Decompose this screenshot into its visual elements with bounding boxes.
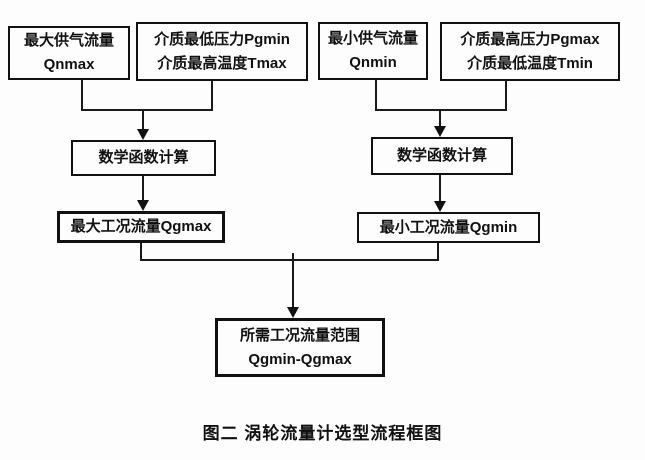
node-qgmax: 最大工况流量Qgmax [57, 211, 225, 243]
node-pgmax-tmin: 介质最高压力Pgmax 介质最低温度Tmin [440, 22, 620, 81]
node-math-right: 数学函数计算 [371, 137, 513, 175]
node-qnmax-line1: 最大供气流量 [23, 32, 114, 49]
node-qgmax-label: 最大工况流量Qgmax [70, 218, 212, 235]
node-pgmin-tmax: 介质最低压力Pgmin 介质最高温度Tmax [136, 22, 308, 81]
node-qnmax-line2: Qnmax [43, 56, 95, 73]
connector-left-merge-v1 [81, 80, 83, 111]
node-math-left: 数学函数计算 [71, 140, 216, 176]
node-pgmax-tmin-line2: 介质最低温度Tmin [467, 54, 593, 72]
connector-left-merge-arrow-shaft [142, 109, 144, 131]
arrowhead-down-icon [434, 126, 446, 137]
connector-math-left-arrow-shaft [142, 176, 144, 201]
node-qnmin: 最小供气流量 Qnmin [318, 22, 428, 80]
node-qnmax: 最大供气流量 Qnmax [8, 26, 130, 80]
node-result-line1: 所需工况流量范围 [239, 326, 360, 344]
node-math-left-label: 数学函数计算 [98, 149, 189, 166]
node-result-line2: Qgmin-Qgmax [248, 350, 352, 368]
connector-right-merge-h [375, 109, 507, 111]
connector-right-merge-arrow-shaft [439, 109, 441, 127]
node-pgmin-tmax-line2: 介质最高温度Tmax [157, 54, 287, 72]
arrowhead-down-icon [434, 201, 446, 212]
node-pgmin-tmax-line1: 介质最低压力Pgmin [154, 30, 290, 48]
node-qgmin: 最小工况流量Qgmin [357, 212, 540, 243]
arrowhead-down-icon [137, 200, 149, 211]
node-qnmin-line1: 最小供气流量 [327, 30, 418, 47]
connector-right-merge-v1 [375, 80, 377, 111]
arrowhead-down-icon [287, 307, 299, 318]
node-math-right-label: 数学函数计算 [396, 147, 487, 164]
connector-bottom-merge-h [140, 259, 439, 261]
connector-left-merge-h [81, 109, 213, 111]
connector-bottom-merge-arrow-shaft [292, 253, 294, 308]
connector-right-merge-v2 [505, 81, 507, 111]
arrowhead-down-icon [137, 129, 149, 140]
connector-math-right-arrow-shaft [439, 175, 441, 202]
node-qgmin-label: 最小工况流量Qgmin [379, 218, 518, 236]
node-result: 所需工况流量范围 Qgmin-Qgmax [215, 318, 385, 377]
figure-caption: 图二 涡轮流量计选型流程框图 [202, 424, 443, 443]
connector-bottom-merge-v1 [140, 243, 142, 261]
connector-left-merge-v2 [211, 81, 213, 111]
node-pgmax-tmin-line1: 介质最高压力Pgmax [460, 30, 600, 48]
node-qnmin-line2: Qnmin [349, 54, 397, 71]
connector-bottom-merge-v2 [437, 243, 439, 261]
